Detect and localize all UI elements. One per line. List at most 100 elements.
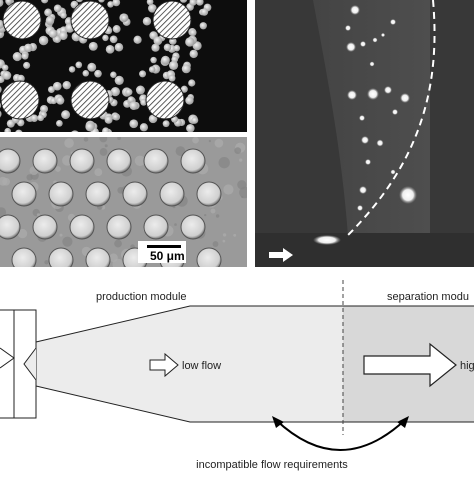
flow-schematic: production module separation modu low fl… <box>0 270 474 474</box>
texture-blob <box>223 233 226 236</box>
droplet <box>392 109 398 115</box>
bead <box>4 128 11 132</box>
droplet <box>359 186 367 194</box>
texture-blob <box>239 158 242 161</box>
texture-blob <box>174 223 177 226</box>
droplet <box>390 19 396 25</box>
pillars-svg <box>0 137 247 267</box>
droplet <box>391 170 396 175</box>
bead <box>191 117 198 124</box>
texture-blob <box>216 214 219 217</box>
bead <box>0 85 2 93</box>
bead <box>185 96 193 104</box>
bead <box>53 82 62 91</box>
bead <box>59 31 68 40</box>
pillar <box>49 248 73 267</box>
droplet <box>357 205 363 211</box>
bead <box>75 62 82 69</box>
pillar <box>144 215 168 239</box>
hatched-pillar <box>71 81 109 119</box>
droplet <box>365 159 371 165</box>
bead <box>41 0 48 3</box>
droplet <box>367 88 379 100</box>
droplet <box>359 115 365 121</box>
texture-blob <box>84 137 89 142</box>
texture-blob <box>100 148 108 156</box>
bead <box>85 122 94 131</box>
bead <box>140 123 148 131</box>
bead <box>185 37 194 46</box>
bead <box>23 62 30 69</box>
bead <box>169 75 176 82</box>
bead <box>98 0 105 3</box>
droplet <box>373 38 378 43</box>
droplets-svg <box>255 0 474 267</box>
pillar <box>49 182 73 206</box>
bead <box>0 130 1 132</box>
pillar <box>70 215 94 239</box>
droplet <box>346 42 356 52</box>
bead <box>186 124 195 132</box>
pillar <box>160 182 184 206</box>
inlet-left <box>0 348 14 368</box>
scale-bar-label: 50 μm <box>150 249 185 263</box>
bead <box>70 130 80 132</box>
bead <box>188 79 195 86</box>
texture-blob <box>223 184 233 194</box>
bead <box>190 29 197 36</box>
bead <box>60 12 66 18</box>
pillar <box>107 215 131 239</box>
bead <box>56 120 63 127</box>
texture-blob <box>59 234 62 237</box>
bead <box>46 16 55 25</box>
bead <box>129 101 138 110</box>
bead <box>121 14 128 21</box>
droplet <box>377 140 384 147</box>
bead <box>110 35 118 43</box>
bead <box>136 86 145 95</box>
bead <box>94 70 102 78</box>
hatched-pillar <box>3 1 41 39</box>
bead <box>161 56 170 65</box>
bead <box>125 89 132 96</box>
bead <box>182 64 191 73</box>
texture-blob <box>219 157 230 168</box>
bead <box>44 9 52 17</box>
pillar <box>0 215 20 239</box>
texture-blob <box>44 260 48 264</box>
panel-b-micrograph: b <box>255 0 474 267</box>
texture-blob <box>241 196 243 198</box>
pillar <box>197 248 221 267</box>
bead <box>37 114 44 121</box>
bead <box>200 22 207 29</box>
texture-blob <box>215 139 224 148</box>
bead <box>201 8 208 15</box>
bead <box>54 5 62 13</box>
droplet <box>350 5 360 15</box>
hatched-pillar <box>1 81 39 119</box>
pillar <box>123 182 147 206</box>
texture-blob <box>64 138 74 148</box>
bead <box>190 50 198 58</box>
bead <box>139 70 146 77</box>
bead <box>113 25 121 33</box>
bead <box>15 130 23 132</box>
scale-bar <box>147 245 181 248</box>
bead <box>180 0 188 3</box>
bead <box>63 81 71 89</box>
droplet <box>347 90 357 100</box>
bead <box>2 71 11 80</box>
incompatible-flow-label: incompatible flow requirements <box>196 459 348 471</box>
panel-a-top-micrograph <box>0 0 247 132</box>
texture-blob <box>204 214 206 216</box>
texture-blob <box>105 144 108 147</box>
droplet <box>381 33 385 37</box>
separation-module-label: separation modu <box>387 291 469 303</box>
droplet <box>361 136 369 144</box>
inlet-channel <box>255 233 474 267</box>
bead <box>22 53 29 60</box>
pillar <box>86 182 110 206</box>
bead <box>106 45 115 54</box>
bead <box>61 110 70 119</box>
texture-blob <box>62 237 72 247</box>
